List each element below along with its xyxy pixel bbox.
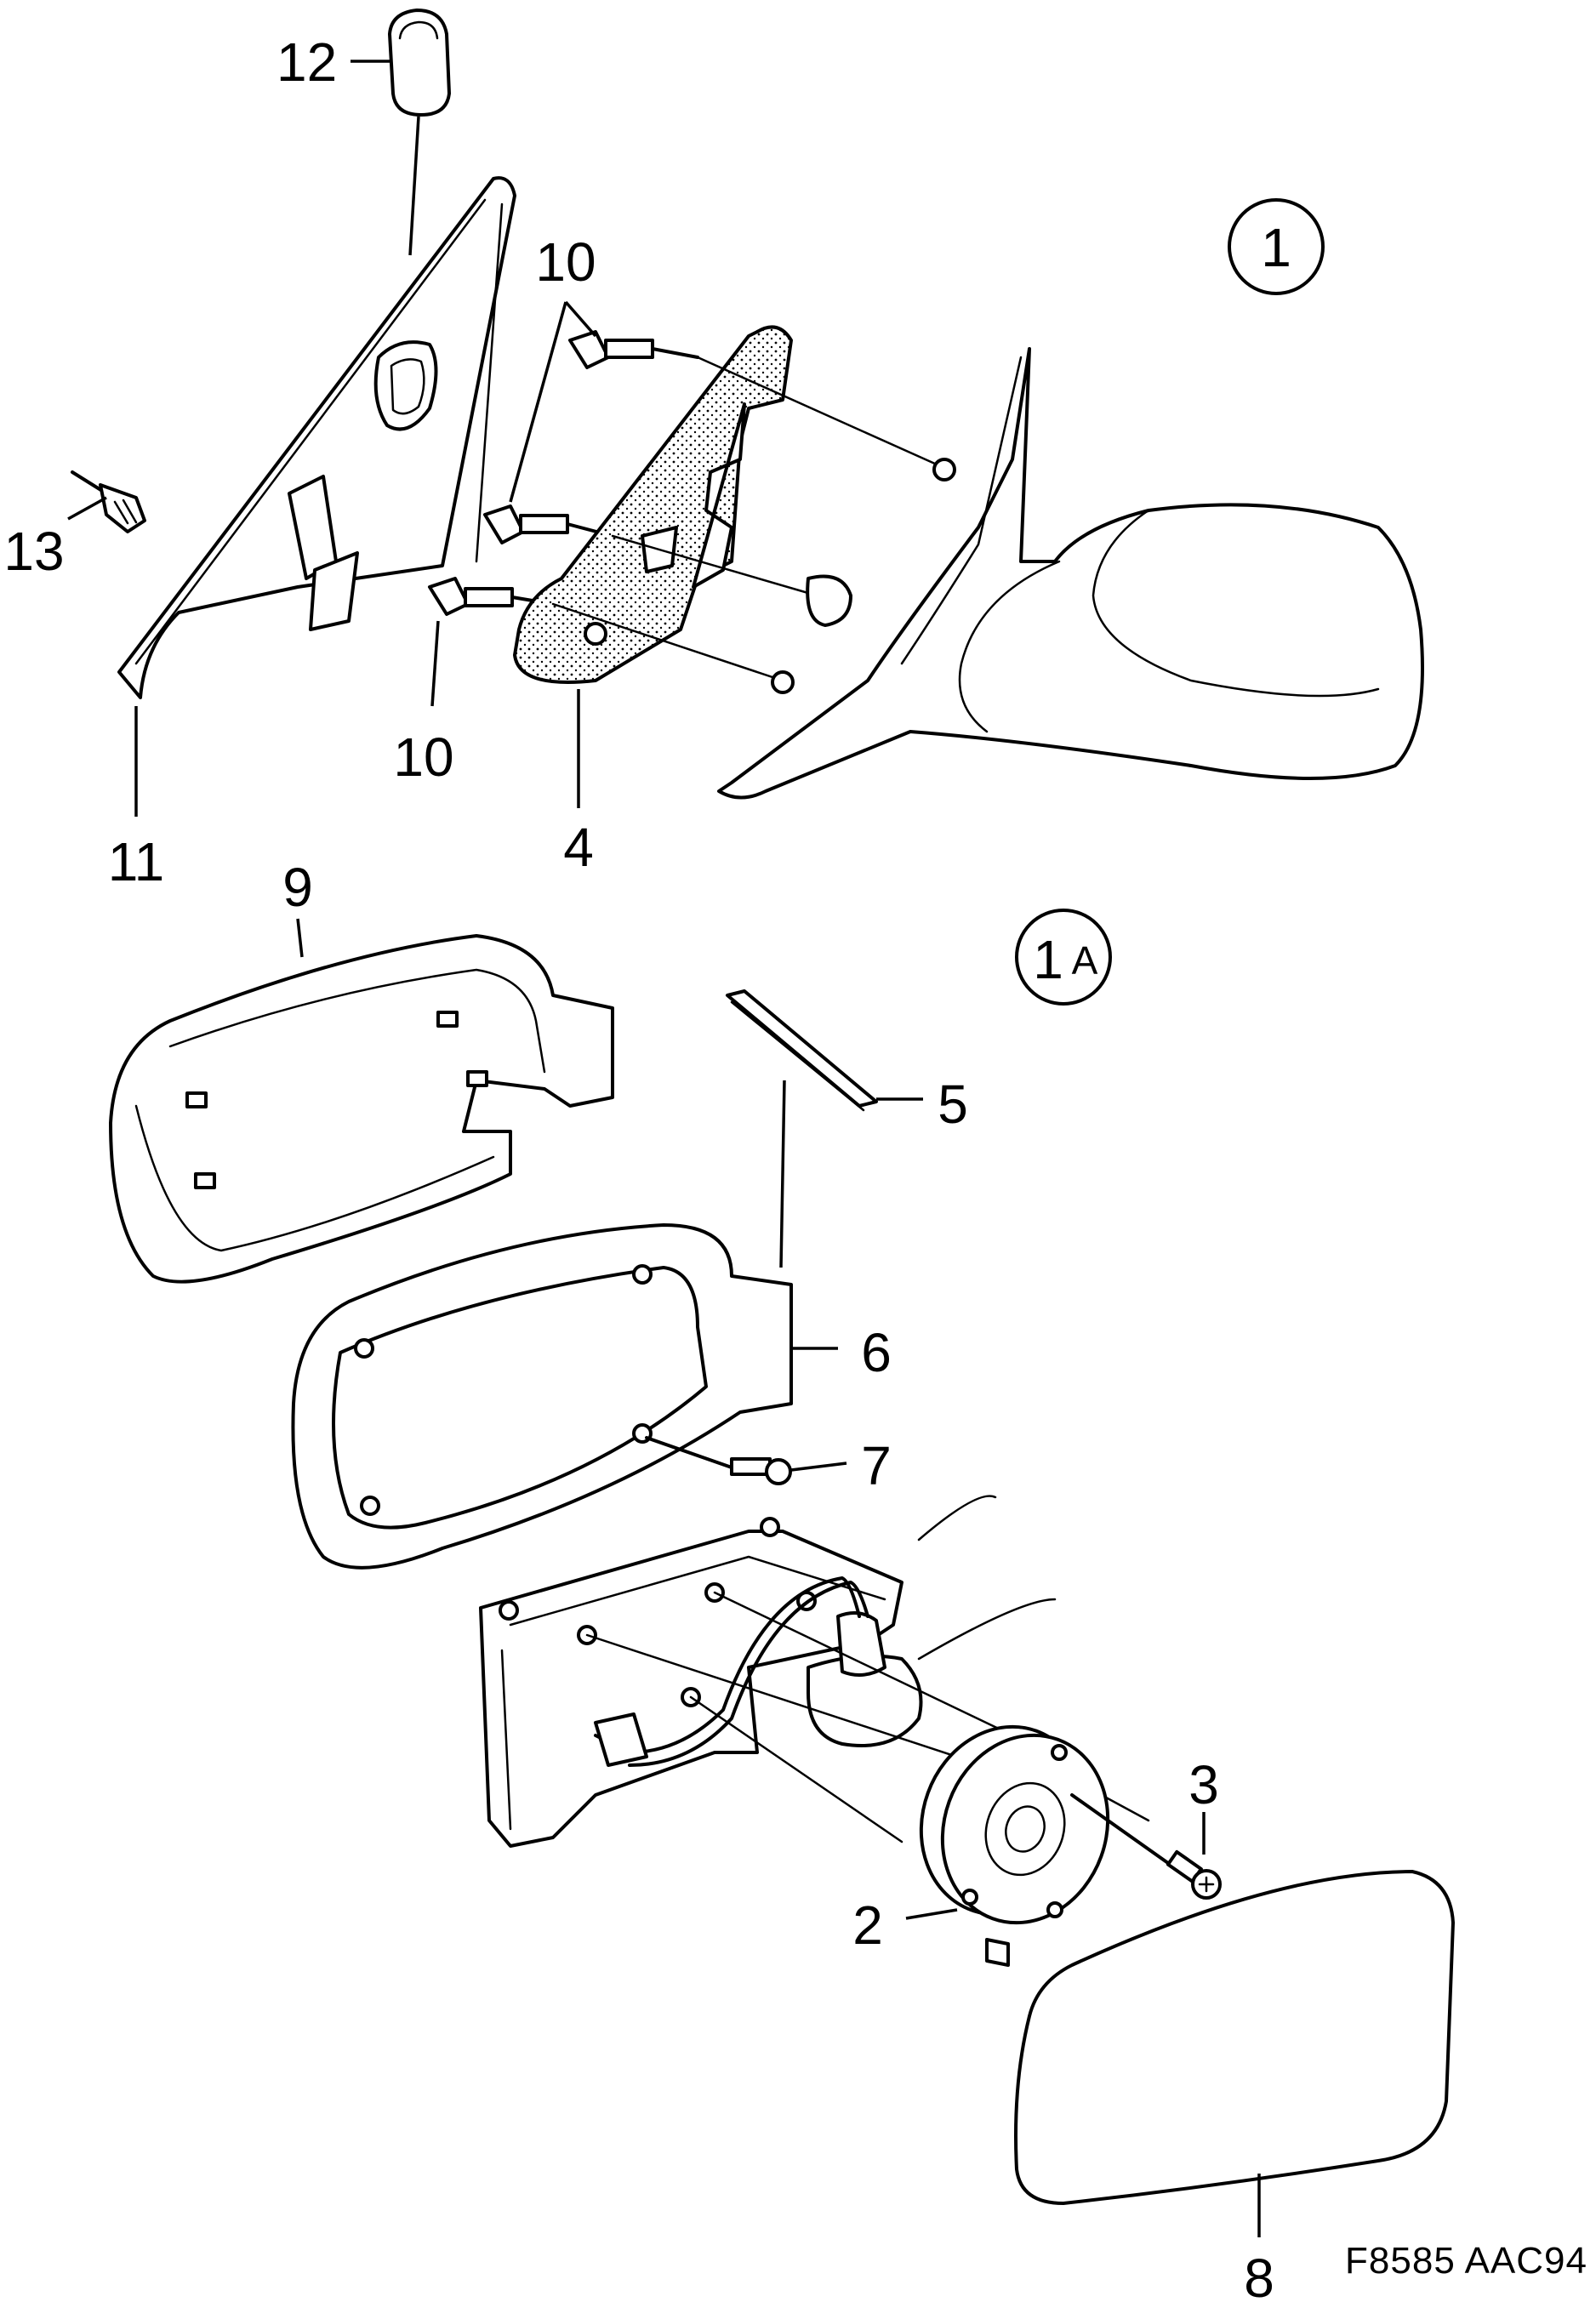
callout-4: 4 (563, 817, 594, 878)
callout-6: 6 (861, 1322, 892, 1383)
figure-code: F8585 AAC94 (1345, 2240, 1587, 2282)
callout-7: 7 (861, 1435, 892, 1496)
view-1a-number: 1 (1033, 929, 1063, 990)
callout-12: 12 (276, 31, 337, 93)
callout-9: 9 (282, 857, 313, 918)
part-12-cap (388, 9, 451, 117)
part-13-clip (71, 470, 146, 533)
view-1a-letter: A (1072, 938, 1098, 983)
leader-5-down (779, 1080, 786, 1268)
callout-2: 2 (852, 1895, 883, 1956)
part-11-trim (117, 176, 516, 699)
callout-11: 11 (108, 831, 164, 892)
leader-9 (296, 918, 304, 958)
part-7-screw (645, 1436, 792, 1485)
part-4-gasket (513, 325, 793, 684)
part-8-mirror-glass (1014, 1870, 1455, 2205)
part-6-frame (291, 1223, 793, 1570)
part-9-cover (109, 934, 614, 1284)
callout-8: 8 (1244, 2248, 1274, 2302)
leader-10c (430, 620, 440, 707)
part-2-motor (919, 1724, 1110, 1967)
callout-5: 5 (938, 1074, 968, 1135)
alignment-lines-view-1 (551, 356, 946, 682)
part-3-screw (1070, 1793, 1222, 1900)
part-5-pad (726, 989, 878, 1112)
view-1-label: 1 (1261, 217, 1291, 278)
callout-13: 13 (3, 521, 64, 582)
leader-13 (67, 496, 107, 521)
view-1-marker: 1 (1228, 198, 1325, 295)
leader-10a (564, 300, 597, 338)
leader-10b (509, 301, 567, 503)
leader-12-down (408, 116, 420, 256)
view-1a-marker: 1 A (1015, 909, 1112, 1006)
part-10-screws (428, 330, 699, 616)
callout-3: 3 (1188, 1754, 1219, 1815)
mirror-housing-assembly (717, 347, 1424, 800)
leader-7 (790, 1462, 847, 1472)
callout-10-top: 10 (535, 231, 596, 293)
base-bracket (479, 1495, 1057, 1848)
callout-10-bottom: 10 (393, 726, 453, 788)
leader-2 (905, 1908, 958, 1920)
